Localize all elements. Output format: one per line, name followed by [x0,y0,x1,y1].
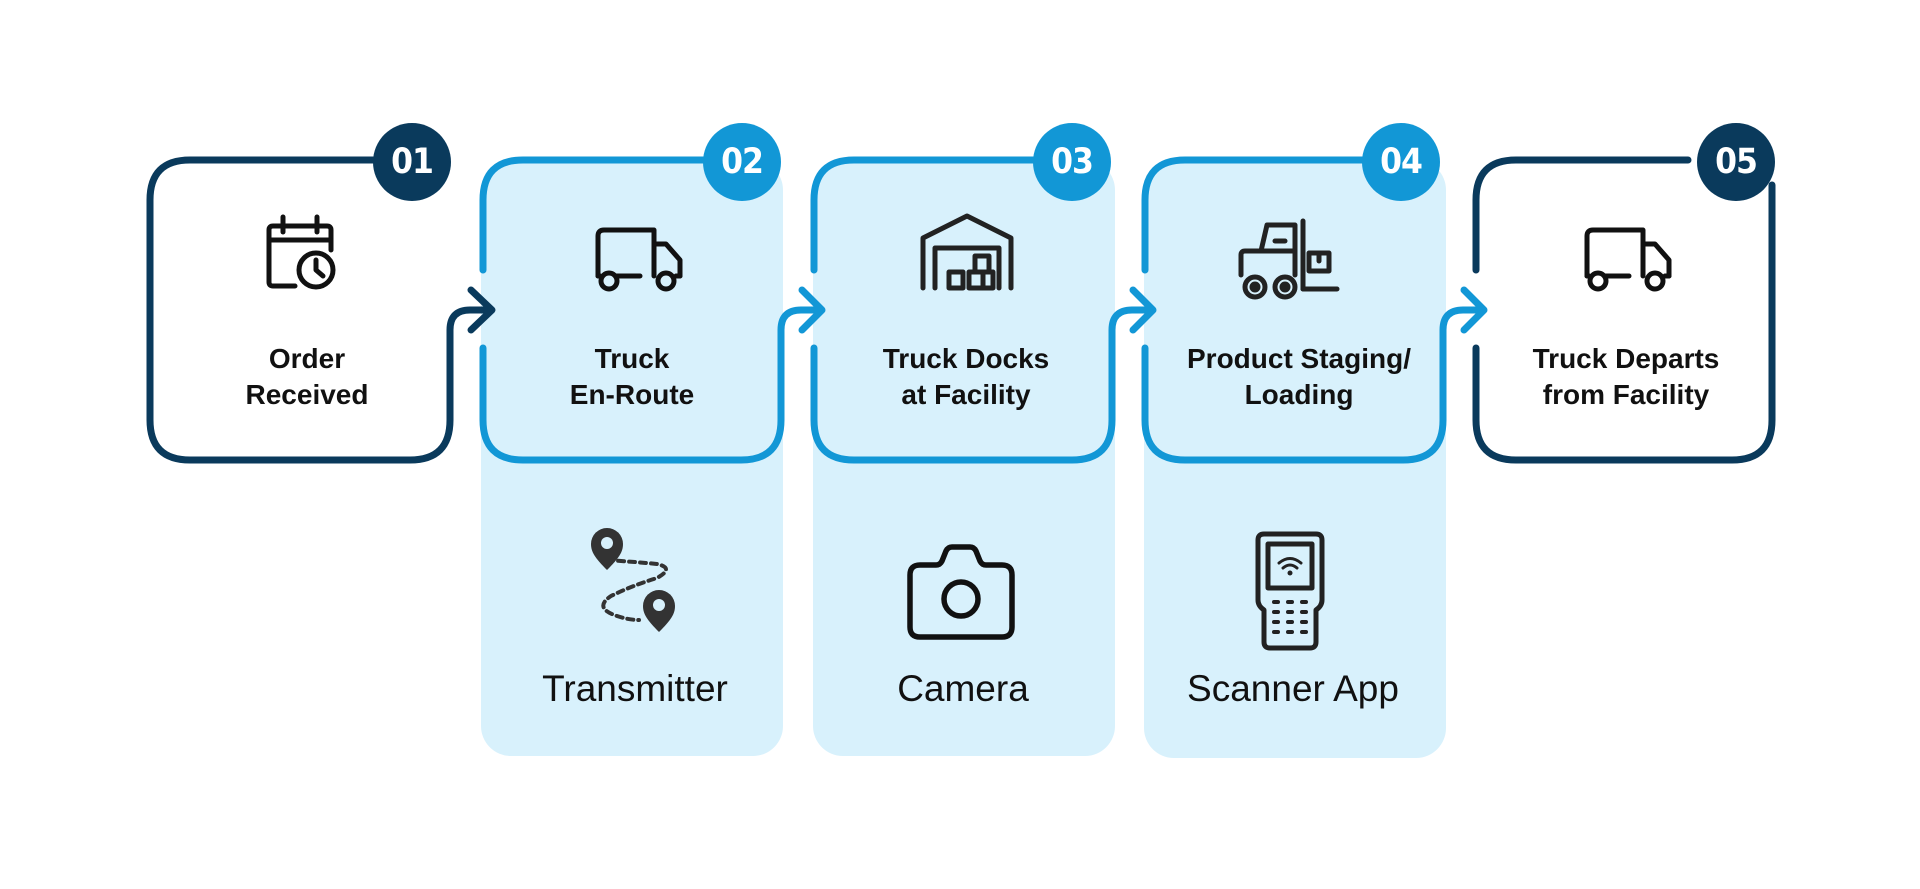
warehouse-icon [920,213,1014,291]
step-badge-03: 03 [1033,123,1111,201]
step-title-04: Product Staging/ Loading [1187,343,1411,410]
tool-label-camera: Camera [897,668,1029,709]
card-outline-04 [1141,156,1487,464]
step-title-05: Truck Departs from Facility [1532,343,1720,410]
card-outline-05 [1472,156,1776,464]
forklift-icon [1238,218,1340,300]
card-outline-01 [146,156,492,464]
card-outline-02 [479,156,825,464]
calendar-clock-icon [266,214,336,290]
arrow-01-02 [467,286,496,334]
step-title-02: Truck En-Route [569,343,695,410]
step-badge-01: 01 [373,123,451,201]
route-pins-icon [591,528,675,632]
tool-label-transmitter: Transmitter [542,668,728,709]
step-title-03: Truck Docks at Facility [882,343,1050,410]
truck-icon [595,227,683,292]
handheld-scanner-icon [1255,531,1325,651]
step-title-01: Order Received [245,343,369,410]
step-badge-02: 02 [703,123,781,201]
tool-label-scanner-app: Scanner App [1187,668,1399,709]
arrow-04-05 [1460,286,1488,334]
camera-icon [907,544,1015,640]
step-badge-05: 05 [1697,123,1775,201]
arrow-02-03 [798,286,826,334]
step-badge-04: 04 [1362,123,1440,201]
card-outline-03 [810,156,1156,464]
truck-icon [1584,227,1672,292]
arrow-03-04 [1129,286,1157,334]
